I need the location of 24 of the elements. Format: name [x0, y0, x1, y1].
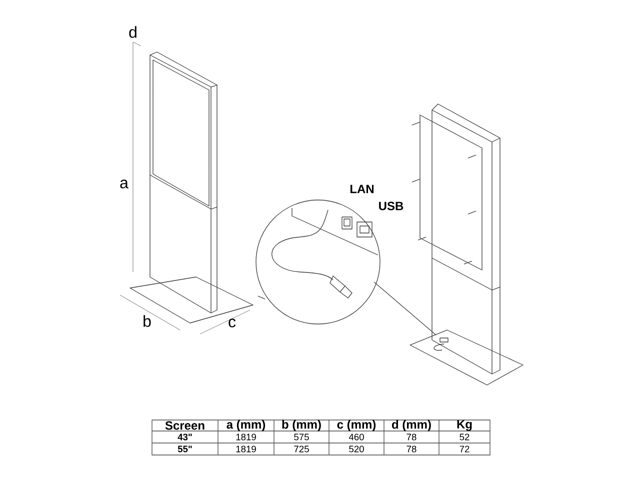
dimension-letter: b — [144, 315, 151, 327]
table-value: 1819 — [236, 434, 256, 440]
table-value: 78 — [406, 446, 416, 452]
table-header: a (mm) — [226, 420, 266, 432]
table-row-header: 55" — [178, 446, 192, 452]
table-header: d (mm) — [392, 420, 431, 432]
table-value: 520 — [349, 446, 364, 452]
table-value: 78 — [406, 434, 416, 440]
table-value: 575 — [294, 434, 309, 440]
table-header: Screen — [165, 421, 204, 430]
table-value: 1819 — [236, 446, 256, 452]
table-header: c (mm) — [337, 420, 376, 432]
table-header: b (mm) — [282, 420, 321, 432]
table-header: Kg — [457, 420, 472, 431]
table-row-header: 43" — [178, 434, 192, 440]
table-value: 725 — [294, 446, 309, 452]
dimension-letter: a — [120, 180, 128, 188]
port-label: LAN — [350, 184, 374, 194]
dimension-letter: c — [228, 318, 236, 328]
table-value: 460 — [348, 434, 364, 440]
table-value: 52 — [460, 434, 470, 440]
dimension-letter: d — [129, 26, 136, 38]
table-value: 72 — [460, 446, 470, 452]
port-label: USB — [379, 202, 404, 210]
